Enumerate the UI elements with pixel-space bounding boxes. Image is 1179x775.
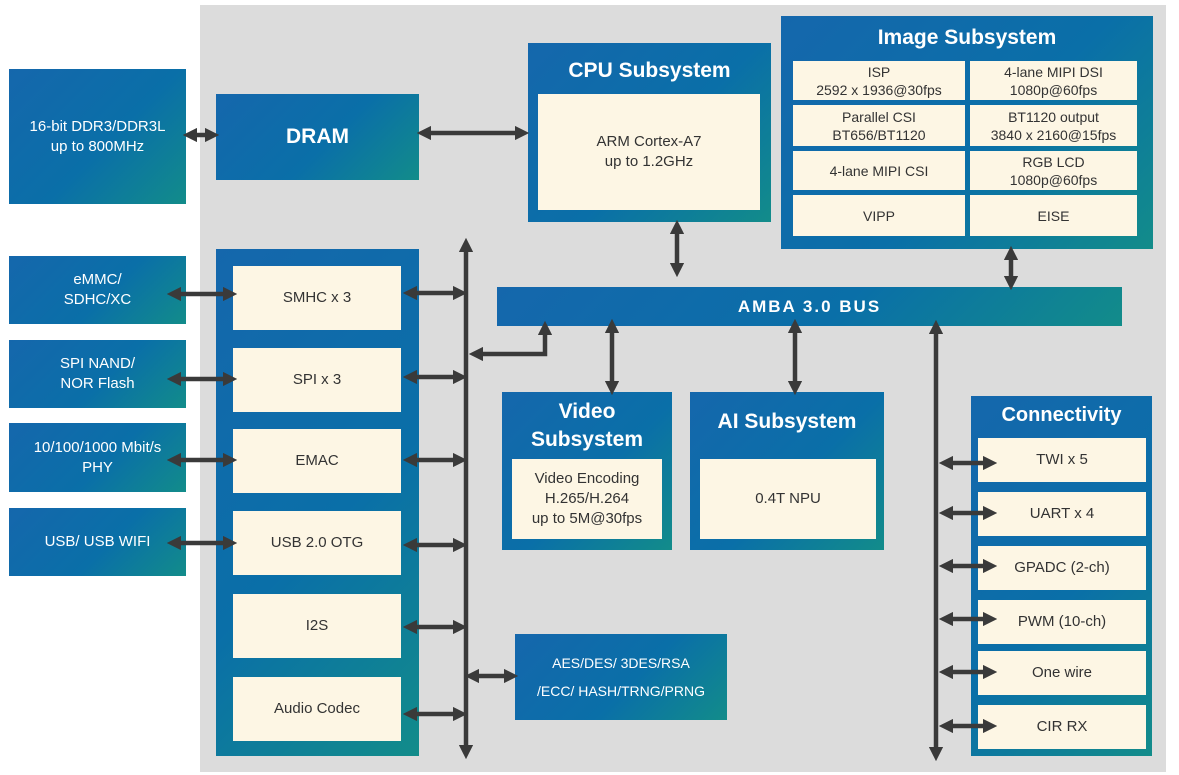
amba-bus: AMBA 3.0 BUS (497, 287, 1122, 326)
video-encoding-box: Video Encoding H.265/H.264 up to 5M@30fp… (512, 459, 662, 539)
usb-otg-item: USB 2.0 OTG (233, 511, 401, 575)
emmc-block: eMMC/ SDHC/XC (9, 256, 186, 324)
isp-cell: ISP 2592 x 1936@30fps (793, 61, 965, 100)
peripheral-block: SMHC x 3 SPI x 3 EMAC USB 2.0 OTG I2S Au… (216, 249, 419, 756)
ai-subsystem-title: AI Subsystem (717, 410, 857, 433)
cpu-subsystem-title: CPU Subsystem (568, 59, 731, 82)
i2s-item: I2S (233, 594, 401, 658)
one-wire-item: One wire (978, 651, 1146, 695)
video-subsystem-block: Video Subsystem Video Encoding H.265/H.2… (502, 392, 672, 550)
cir-rx-item: CIR RX (978, 705, 1146, 749)
image-subsystem-block: Image Subsystem ISP 2592 x 1936@30fps 4-… (781, 16, 1153, 249)
mipi-dsi-cell: 4-lane MIPI DSI 1080p@60fps (970, 61, 1137, 100)
usb-wifi-block: USB/ USB WIFI (9, 508, 186, 576)
uart-item: UART x 4 (978, 492, 1146, 536)
image-subsystem-title: Image Subsystem (877, 26, 1057, 49)
connectivity-block: Connectivity TWI x 5 UART x 4 GPADC (2-c… (971, 396, 1152, 756)
crypto-block: AES/DES/ 3DES/RSA /ECC/ HASH/TRNG/PRNG (515, 634, 727, 720)
cpu-core-box: ARM Cortex-A7 up to 1.2GHz (538, 94, 760, 210)
rgb-lcd-cell: RGB LCD 1080p@60fps (970, 151, 1137, 190)
vipp-cell: VIPP (793, 195, 965, 236)
audio-codec-item: Audio Codec (233, 677, 401, 741)
emac-item: EMAC (233, 429, 401, 493)
connectivity-title: Connectivity (1001, 404, 1122, 426)
bt1120-output-cell: BT1120 output 3840 x 2160@15fps (970, 105, 1137, 146)
pwm-item: PWM (10-ch) (978, 600, 1146, 644)
spi-item: SPI x 3 (233, 348, 401, 412)
gpadc-item: GPADC (2-ch) (978, 546, 1146, 590)
parallel-csi-cell: Parallel CSI BT656/BT1120 (793, 105, 965, 146)
npu-box: 0.4T NPU (700, 459, 876, 539)
mipi-csi-cell: 4-lane MIPI CSI (793, 151, 965, 190)
ai-subsystem-block: AI Subsystem 0.4T NPU (690, 392, 884, 550)
spi-nand-block: SPI NAND/ NOR Flash (9, 340, 186, 408)
eise-cell: EISE (970, 195, 1137, 236)
phy-block: 10/100/1000 Mbit/s PHY (9, 423, 186, 492)
video-subsystem-title: Video Subsystem (530, 400, 644, 451)
twi-item: TWI x 5 (978, 438, 1146, 482)
dram-block: DRAM (216, 94, 419, 180)
cpu-subsystem-block: CPU Subsystem ARM Cortex-A7 up to 1.2GHz (528, 43, 771, 222)
ddr-memory-block: 16-bit DDR3/DDR3L up to 800MHz (9, 69, 186, 204)
smhc-item: SMHC x 3 (233, 266, 401, 330)
